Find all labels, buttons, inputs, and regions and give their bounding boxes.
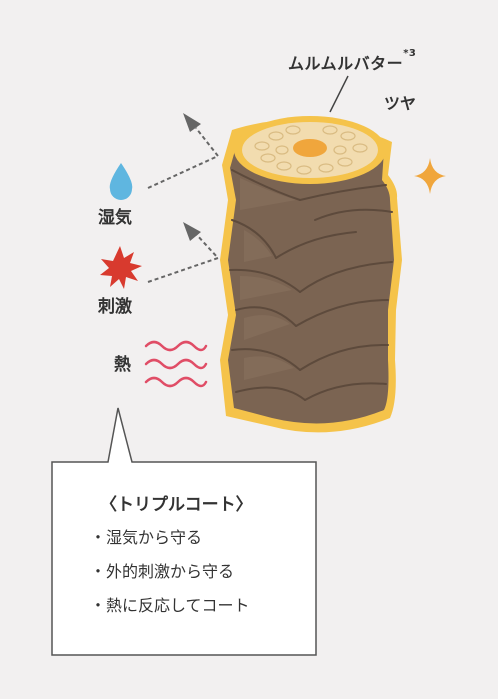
list-item: ・外的刺激から守る	[90, 562, 235, 581]
butter-label: ムルムルバター*3	[288, 48, 417, 73]
hair-strand	[220, 116, 402, 433]
gloss-label: ツヤ	[384, 94, 417, 113]
water-drop-icon	[109, 163, 133, 200]
butter-leader-line	[329, 75, 349, 113]
medulla-core	[293, 139, 327, 157]
cuticle-shading	[240, 178, 296, 380]
heat-wave-icon	[144, 340, 208, 388]
callout-box	[51, 407, 317, 656]
sparkle-icon	[414, 158, 446, 194]
callout-content: 〈トリプルコート〉 ・湿気から守る ・外的刺激から守る ・熱に反応してコート	[60, 490, 310, 629]
humidity-label: 湿気	[98, 208, 132, 228]
callout-title: 〈トリプルコート〉	[100, 495, 253, 515]
heat-label: 熱	[114, 355, 131, 375]
irritation-deflect-arrow	[147, 222, 220, 283]
butter-footnote-mark: *3	[403, 48, 417, 59]
irritation-label: 刺激	[98, 297, 132, 317]
callout-list: ・湿気から守る ・外的刺激から守る ・熱に反応してコート	[60, 527, 310, 617]
humidity-deflect-arrow	[147, 113, 220, 189]
list-item: ・熱に反応してコート	[90, 596, 250, 615]
starburst-icon	[100, 246, 142, 289]
cuticle-scales	[229, 169, 393, 401]
cortex-cells	[254, 125, 368, 175]
list-item: ・湿気から守る	[90, 528, 203, 547]
